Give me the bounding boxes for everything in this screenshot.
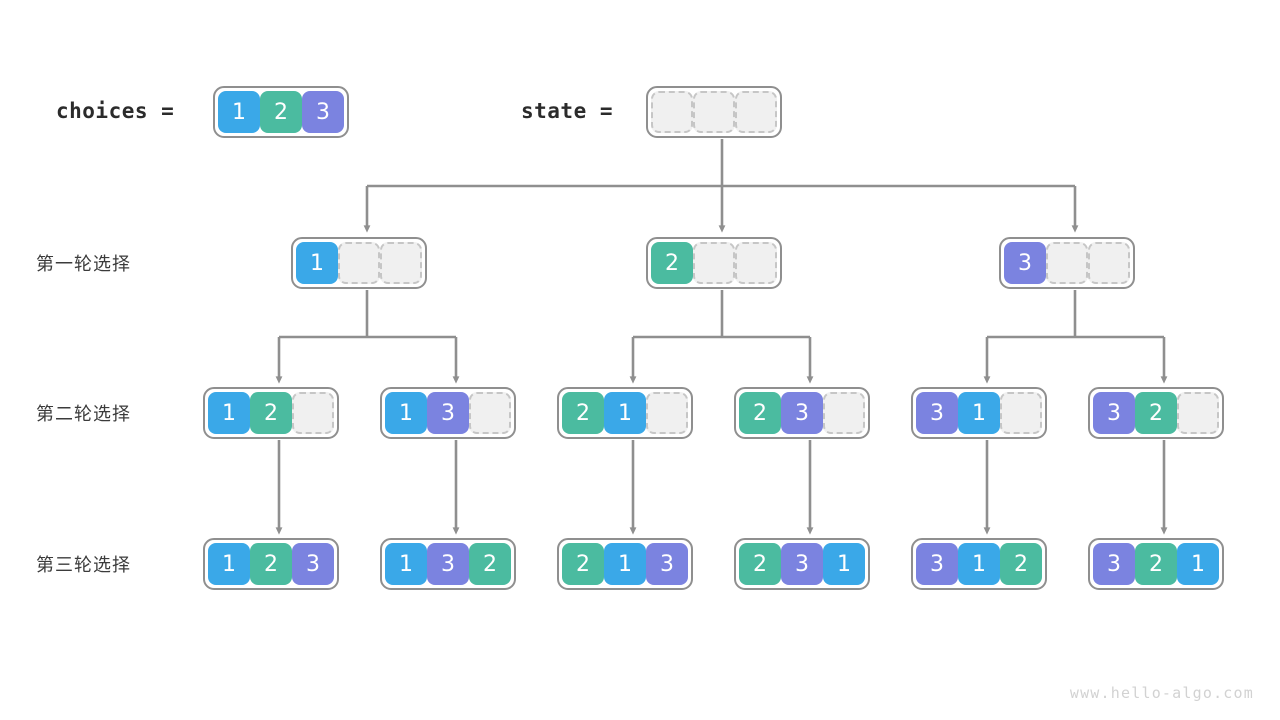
round1-node2-cell-1: 2 (651, 242, 693, 284)
round3-node3-cell-1: 2 (562, 543, 604, 585)
row-caption-round-1: 第一轮选择 (36, 254, 131, 275)
round1-node3-cell-2 (1046, 242, 1088, 284)
row-caption-round-3: 第三轮选择 (36, 555, 131, 576)
tree-node-round1-1[interactable]: 1 (291, 237, 427, 289)
round2-node5-cell-3 (1000, 392, 1042, 434)
round1-node2-cell-2 (693, 242, 735, 284)
round3-node6-cell-2: 2 (1135, 543, 1177, 585)
round3-node1-cell-1: 1 (208, 543, 250, 585)
round2-node2-cell-1: 1 (385, 392, 427, 434)
round2-node1-cell-1: 1 (208, 392, 250, 434)
choices-cell-3: 3 (302, 91, 344, 133)
state-cell-2 (693, 91, 735, 133)
round3-node4-cell-1: 2 (739, 543, 781, 585)
state-label: state = (521, 99, 614, 123)
round2-node1-cell-3 (292, 392, 334, 434)
round3-node1-cell-2: 2 (250, 543, 292, 585)
row-caption-round-2: 第二轮选择 (36, 404, 131, 425)
round3-node6-cell-3: 1 (1177, 543, 1219, 585)
choices-cell-2: 2 (260, 91, 302, 133)
round2-node3-cell-1: 2 (562, 392, 604, 434)
round3-node5-cell-3: 2 (1000, 543, 1042, 585)
round2-node2-cell-2: 3 (427, 392, 469, 434)
round2-node5-cell-2: 1 (958, 392, 1000, 434)
round2-node6-cell-2: 2 (1135, 392, 1177, 434)
round2-node4-cell-2: 3 (781, 392, 823, 434)
round2-node4-cell-1: 2 (739, 392, 781, 434)
round3-node4-cell-3: 1 (823, 543, 865, 585)
round1-node1-cell-1: 1 (296, 242, 338, 284)
round1-node1-cell-3 (380, 242, 422, 284)
state-cell-3 (735, 91, 777, 133)
round2-node3-cell-2: 1 (604, 392, 646, 434)
state-cell-1 (651, 91, 693, 133)
round3-node5-cell-2: 1 (958, 543, 1000, 585)
tree-node-round1-3[interactable]: 3 (999, 237, 1135, 289)
round3-node3-cell-3: 3 (646, 543, 688, 585)
round3-node1-cell-3: 3 (292, 543, 334, 585)
choices-cell-1: 1 (218, 91, 260, 133)
watermark: www.hello-algo.com (1069, 684, 1254, 702)
round2-node3-cell-3 (646, 392, 688, 434)
choices-label: choices = (56, 99, 175, 123)
state-array[interactable] (646, 86, 782, 138)
round3-node4-cell-2: 3 (781, 543, 823, 585)
round1-node2-cell-3 (735, 242, 777, 284)
round2-node5-cell-1: 3 (916, 392, 958, 434)
round2-node6-cell-1: 3 (1093, 392, 1135, 434)
round2-node6-cell-3 (1177, 392, 1219, 434)
round2-node2-cell-3 (469, 392, 511, 434)
round2-node1-cell-2: 2 (250, 392, 292, 434)
round1-node3-cell-1: 3 (1004, 242, 1046, 284)
round3-node2-cell-3: 2 (469, 543, 511, 585)
round3-node2-cell-2: 3 (427, 543, 469, 585)
round3-node3-cell-2: 1 (604, 543, 646, 585)
round3-node2-cell-1: 1 (385, 543, 427, 585)
round1-node1-cell-2 (338, 242, 380, 284)
round2-node4-cell-3 (823, 392, 865, 434)
round3-node5-cell-1: 3 (916, 543, 958, 585)
round1-node3-cell-3 (1088, 242, 1130, 284)
round3-node6-cell-1: 3 (1093, 543, 1135, 585)
tree-node-round1-2[interactable]: 2 (646, 237, 782, 289)
